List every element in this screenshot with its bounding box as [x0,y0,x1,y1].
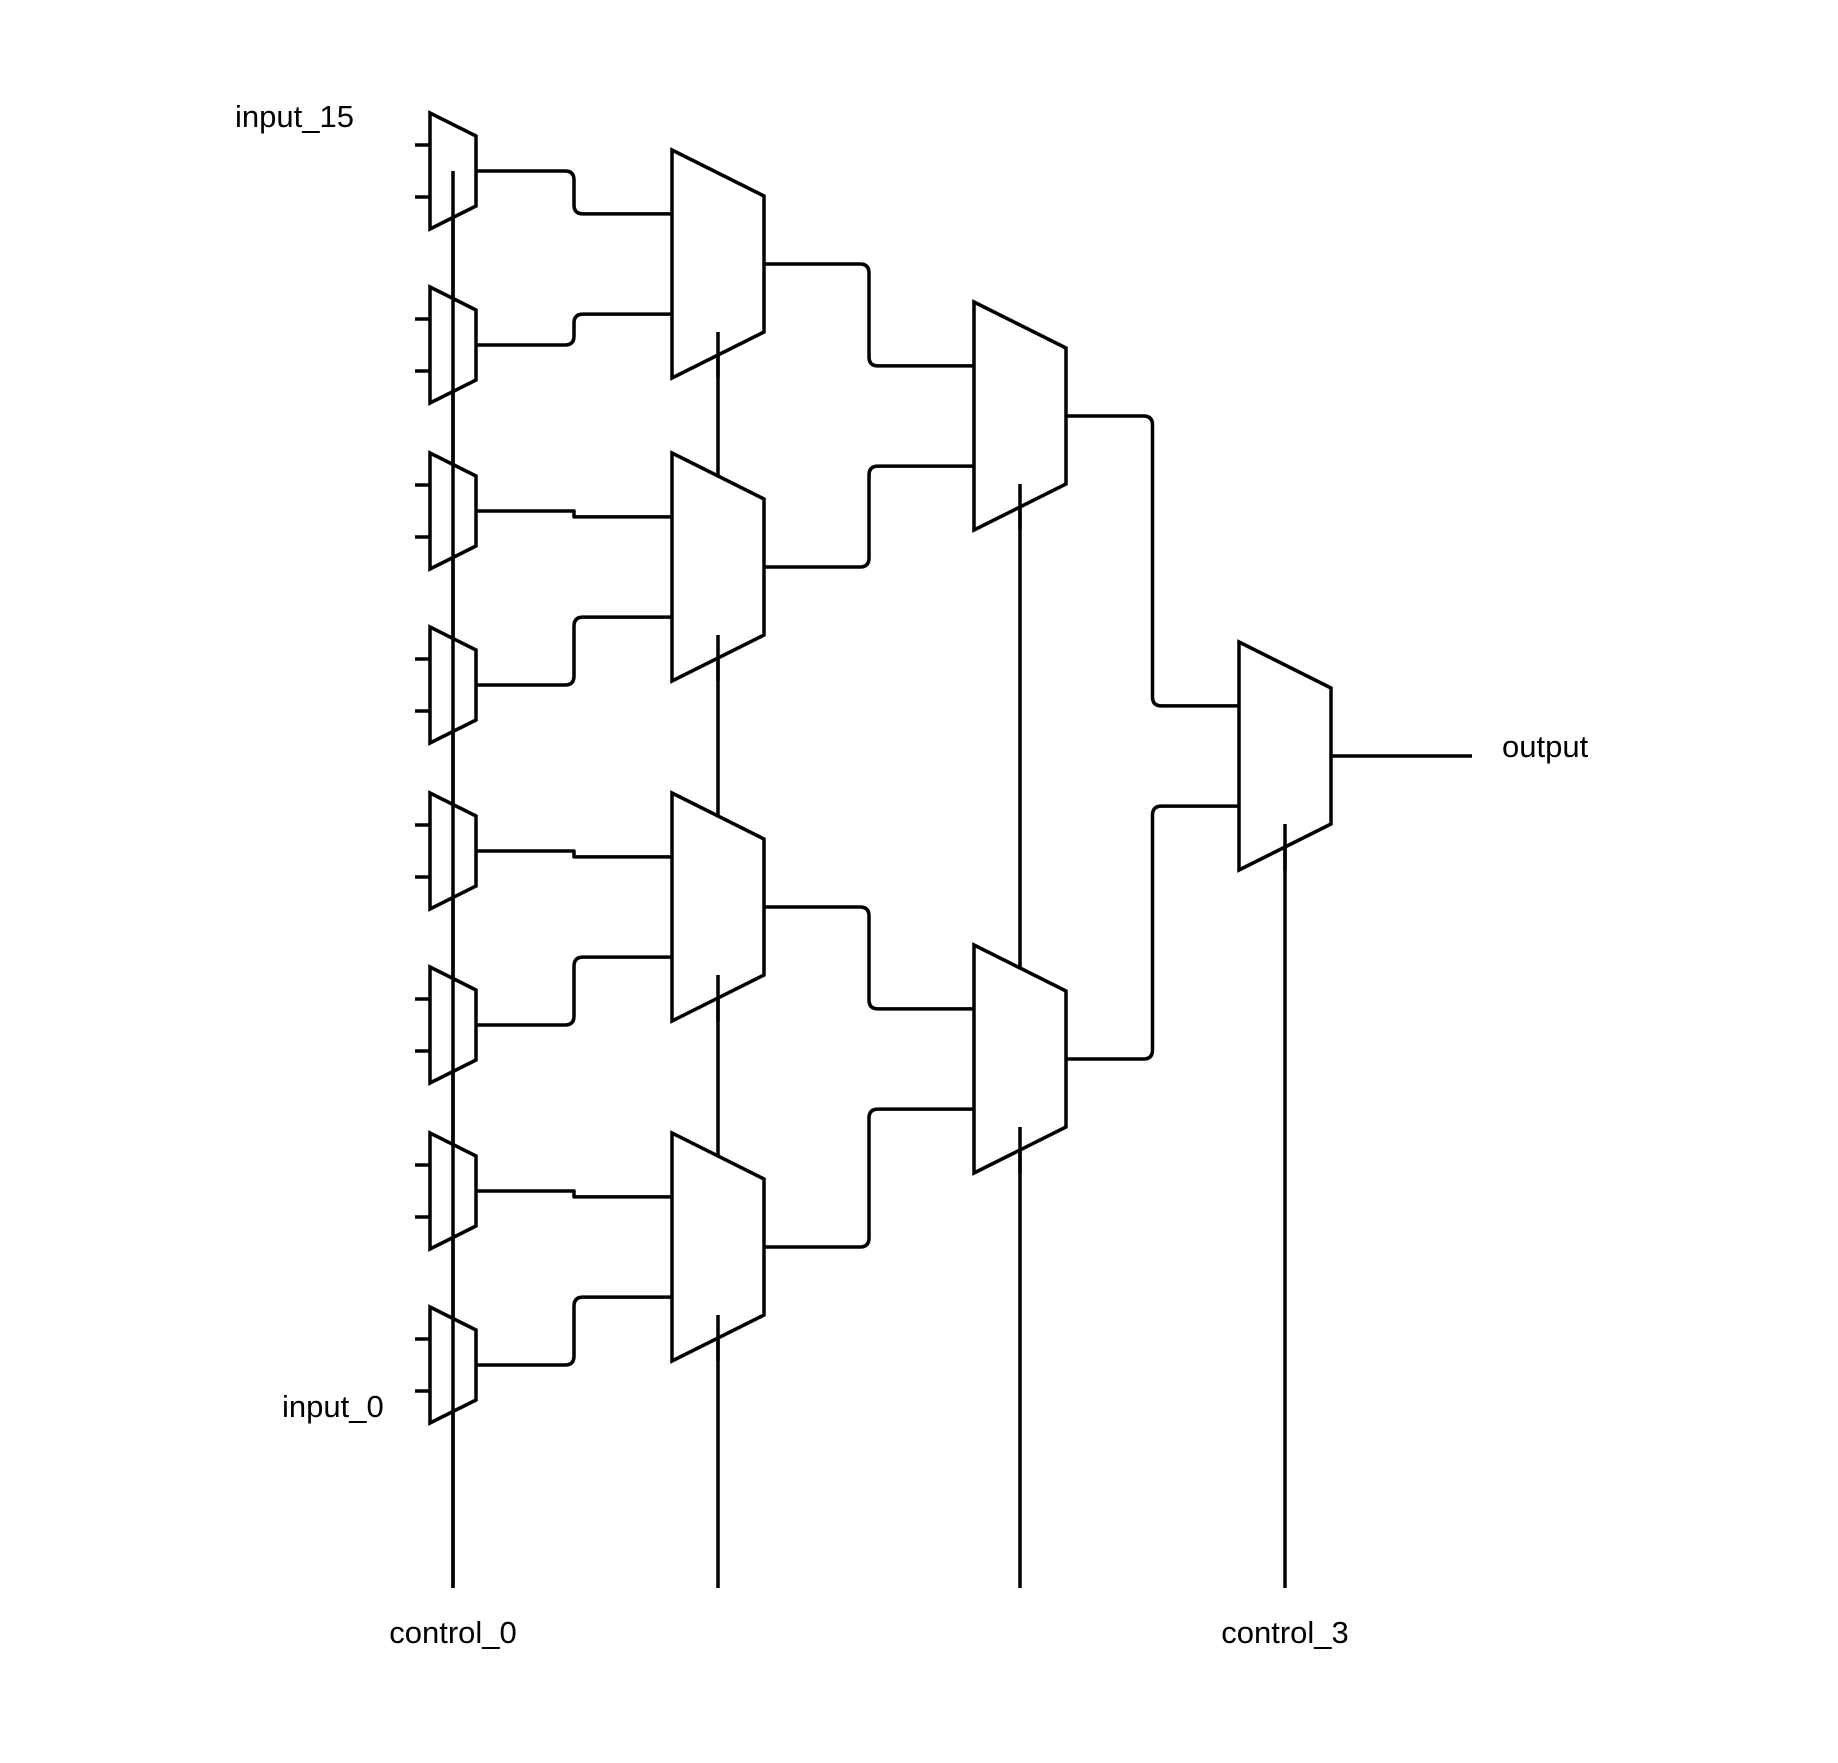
wire-stage2-0 [764,262,974,368]
wire-stage2-3 [764,1107,974,1249]
wire-stage1-0 [476,169,672,216]
wire-stage3-0 [1066,414,1239,708]
wire-stage2-2 [764,905,974,1011]
wire-stage1-5 [476,955,672,1027]
mux-stage1-2 [670,790,766,1024]
mux-stage1-0 [670,147,766,381]
wire-stage1-1 [476,312,672,347]
input-leads [415,143,1287,1588]
mux-stage3-0 [1237,639,1333,873]
mux-stage1-3 [670,1130,766,1364]
control-last-label: control_3 [1221,1615,1349,1650]
wire-stage2-1 [764,464,974,569]
mux-stage2-1 [972,942,1068,1176]
mux-stage2-0 [972,299,1068,533]
input-top-label: input_15 [235,99,354,134]
wire-stage1-6 [476,1189,672,1199]
input-bottom-label: input_0 [282,1389,384,1424]
mux-stage1-1 [670,450,766,684]
wire-stage1-2 [476,509,672,519]
multiplexers [428,110,1333,1426]
wire-stage3-1 [1066,804,1239,1061]
output-label: output [1502,729,1589,764]
wire-stage1-7 [476,1295,672,1367]
wires [476,169,1472,1367]
wire-stage1-3 [476,615,672,687]
control-lines [451,171,1287,1588]
control-first-label: control_0 [389,1615,517,1650]
wire-stage1-4 [476,849,672,859]
